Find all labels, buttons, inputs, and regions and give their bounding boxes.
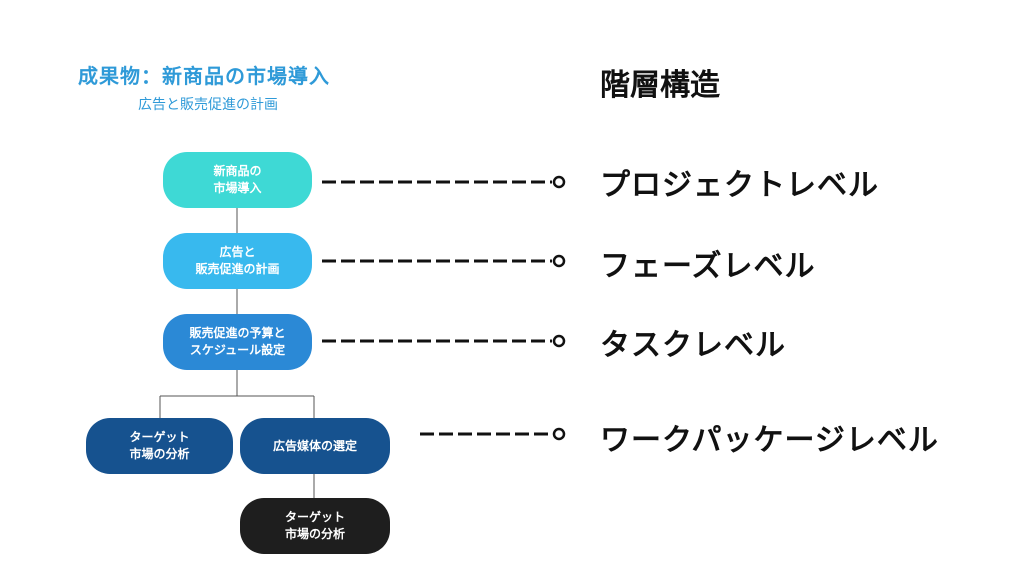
level-pointer-dot — [552, 254, 566, 268]
deliverable-subtitle: 広告と販売促進の計画 — [138, 97, 278, 113]
node-project: 新商品の 市場導入 — [163, 152, 312, 208]
deliverable-title: 成果物：新商品の市場導入 — [78, 64, 330, 88]
task-level-label: タスクレベル — [600, 328, 786, 363]
work-package-level-label: ワークパッケージレベル — [600, 423, 939, 458]
level-pointer-dot — [552, 427, 566, 441]
node-work-package-target-market: ターゲット 市場の分析 — [86, 418, 233, 474]
phase-level-label: フェーズレベル — [600, 249, 816, 284]
node-sub-target-market: ターゲット 市場の分析 — [240, 498, 390, 554]
level-pointer-dot — [552, 334, 566, 348]
hierarchy-heading: 階層構造 — [600, 68, 720, 103]
node-task: 販売促進の予算と スケジュール設定 — [163, 314, 312, 370]
node-work-package-media-selection: 広告媒体の選定 — [240, 418, 390, 474]
node-phase: 広告と 販売促進の計画 — [163, 233, 312, 289]
level-pointer-dot — [552, 175, 566, 189]
project-level-label: プロジェクトレベル — [600, 168, 879, 203]
